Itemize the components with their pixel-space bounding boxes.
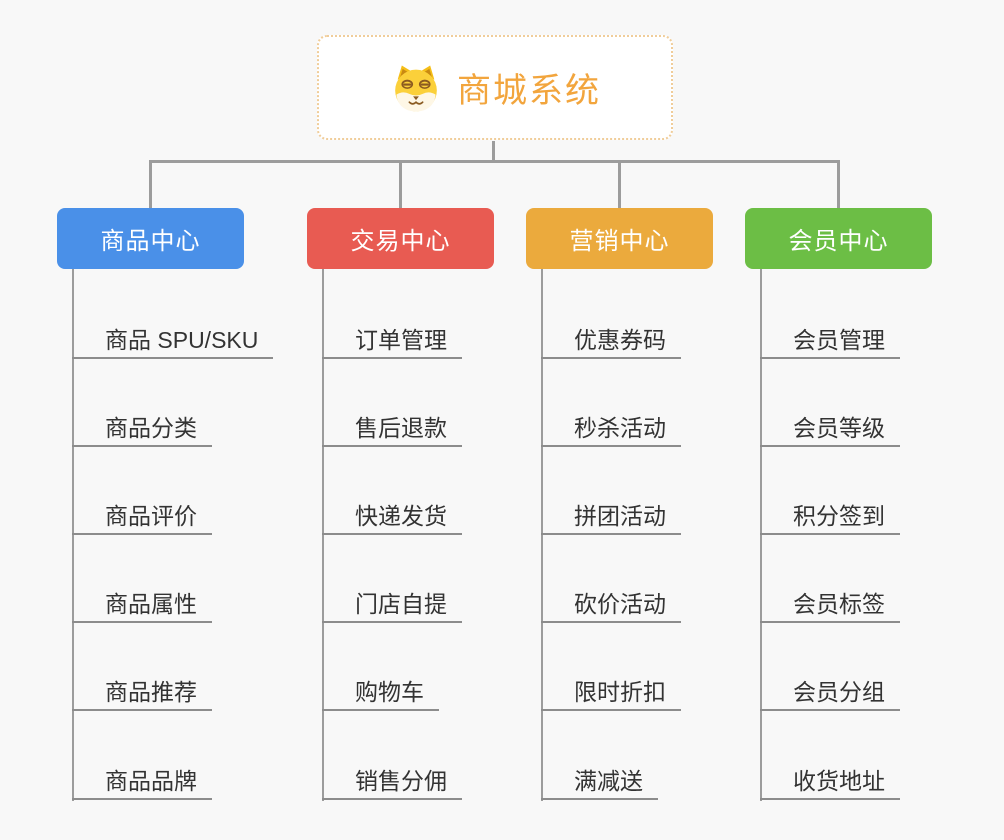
leaf-node[interactable]: 购物车 bbox=[322, 675, 439, 711]
leaf-node[interactable]: 会员分组 bbox=[760, 675, 900, 711]
branch-header-trade-center[interactable]: 交易中心 bbox=[307, 208, 494, 269]
leaf-node[interactable]: 会员等级 bbox=[760, 411, 900, 447]
leaf-node[interactable]: 售后退款 bbox=[322, 411, 462, 447]
leaf-node[interactable]: 门店自提 bbox=[322, 587, 462, 623]
leaf-node[interactable]: 砍价活动 bbox=[541, 587, 681, 623]
leaf-node[interactable]: 商品推荐 bbox=[72, 675, 212, 711]
branch-trunk-line bbox=[760, 269, 762, 801]
branch-drop-line bbox=[399, 161, 402, 208]
leaf-node[interactable]: 商品 SPU/SKU bbox=[72, 323, 274, 359]
root-stem-line bbox=[492, 141, 495, 162]
leaf-node[interactable]: 积分签到 bbox=[760, 499, 900, 535]
leaf-node[interactable]: 订单管理 bbox=[322, 323, 462, 359]
root-title: 商城系统 bbox=[457, 72, 601, 110]
branch-header-member-center[interactable]: 会员中心 bbox=[745, 208, 932, 269]
leaf-node[interactable]: 会员标签 bbox=[760, 587, 900, 623]
leaf-node[interactable]: 商品评价 bbox=[72, 499, 212, 535]
leaf-node[interactable]: 会员管理 bbox=[760, 323, 900, 359]
leaf-node[interactable]: 满减送 bbox=[541, 764, 658, 800]
leaf-node[interactable]: 拼团活动 bbox=[541, 499, 681, 535]
leaf-node[interactable]: 商品品牌 bbox=[72, 764, 212, 800]
branch-trunk-line bbox=[322, 269, 324, 801]
branch-header-product-center[interactable]: 商品中心 bbox=[57, 208, 244, 269]
leaf-node[interactable]: 秒杀活动 bbox=[541, 411, 681, 447]
leaf-node[interactable]: 优惠券码 bbox=[541, 323, 681, 359]
dog-face-icon bbox=[395, 65, 437, 112]
root-node[interactable]: 商城系统 bbox=[317, 35, 673, 140]
leaf-node[interactable]: 商品分类 bbox=[72, 411, 212, 447]
leaf-node[interactable]: 收货地址 bbox=[760, 764, 900, 800]
branch-horizontal-line bbox=[149, 160, 840, 163]
branch-header-marketing-center[interactable]: 营销中心 bbox=[526, 208, 713, 269]
leaf-node[interactable]: 快递发货 bbox=[322, 499, 462, 535]
leaf-node[interactable]: 限时折扣 bbox=[541, 675, 681, 711]
branch-drop-line bbox=[837, 161, 840, 208]
branch-drop-line bbox=[149, 161, 152, 208]
leaf-node[interactable]: 商品属性 bbox=[72, 587, 212, 623]
branch-trunk-line bbox=[541, 269, 543, 801]
branch-drop-line bbox=[618, 161, 621, 208]
leaf-node[interactable]: 销售分佣 bbox=[322, 764, 462, 800]
branch-trunk-line bbox=[72, 269, 74, 801]
